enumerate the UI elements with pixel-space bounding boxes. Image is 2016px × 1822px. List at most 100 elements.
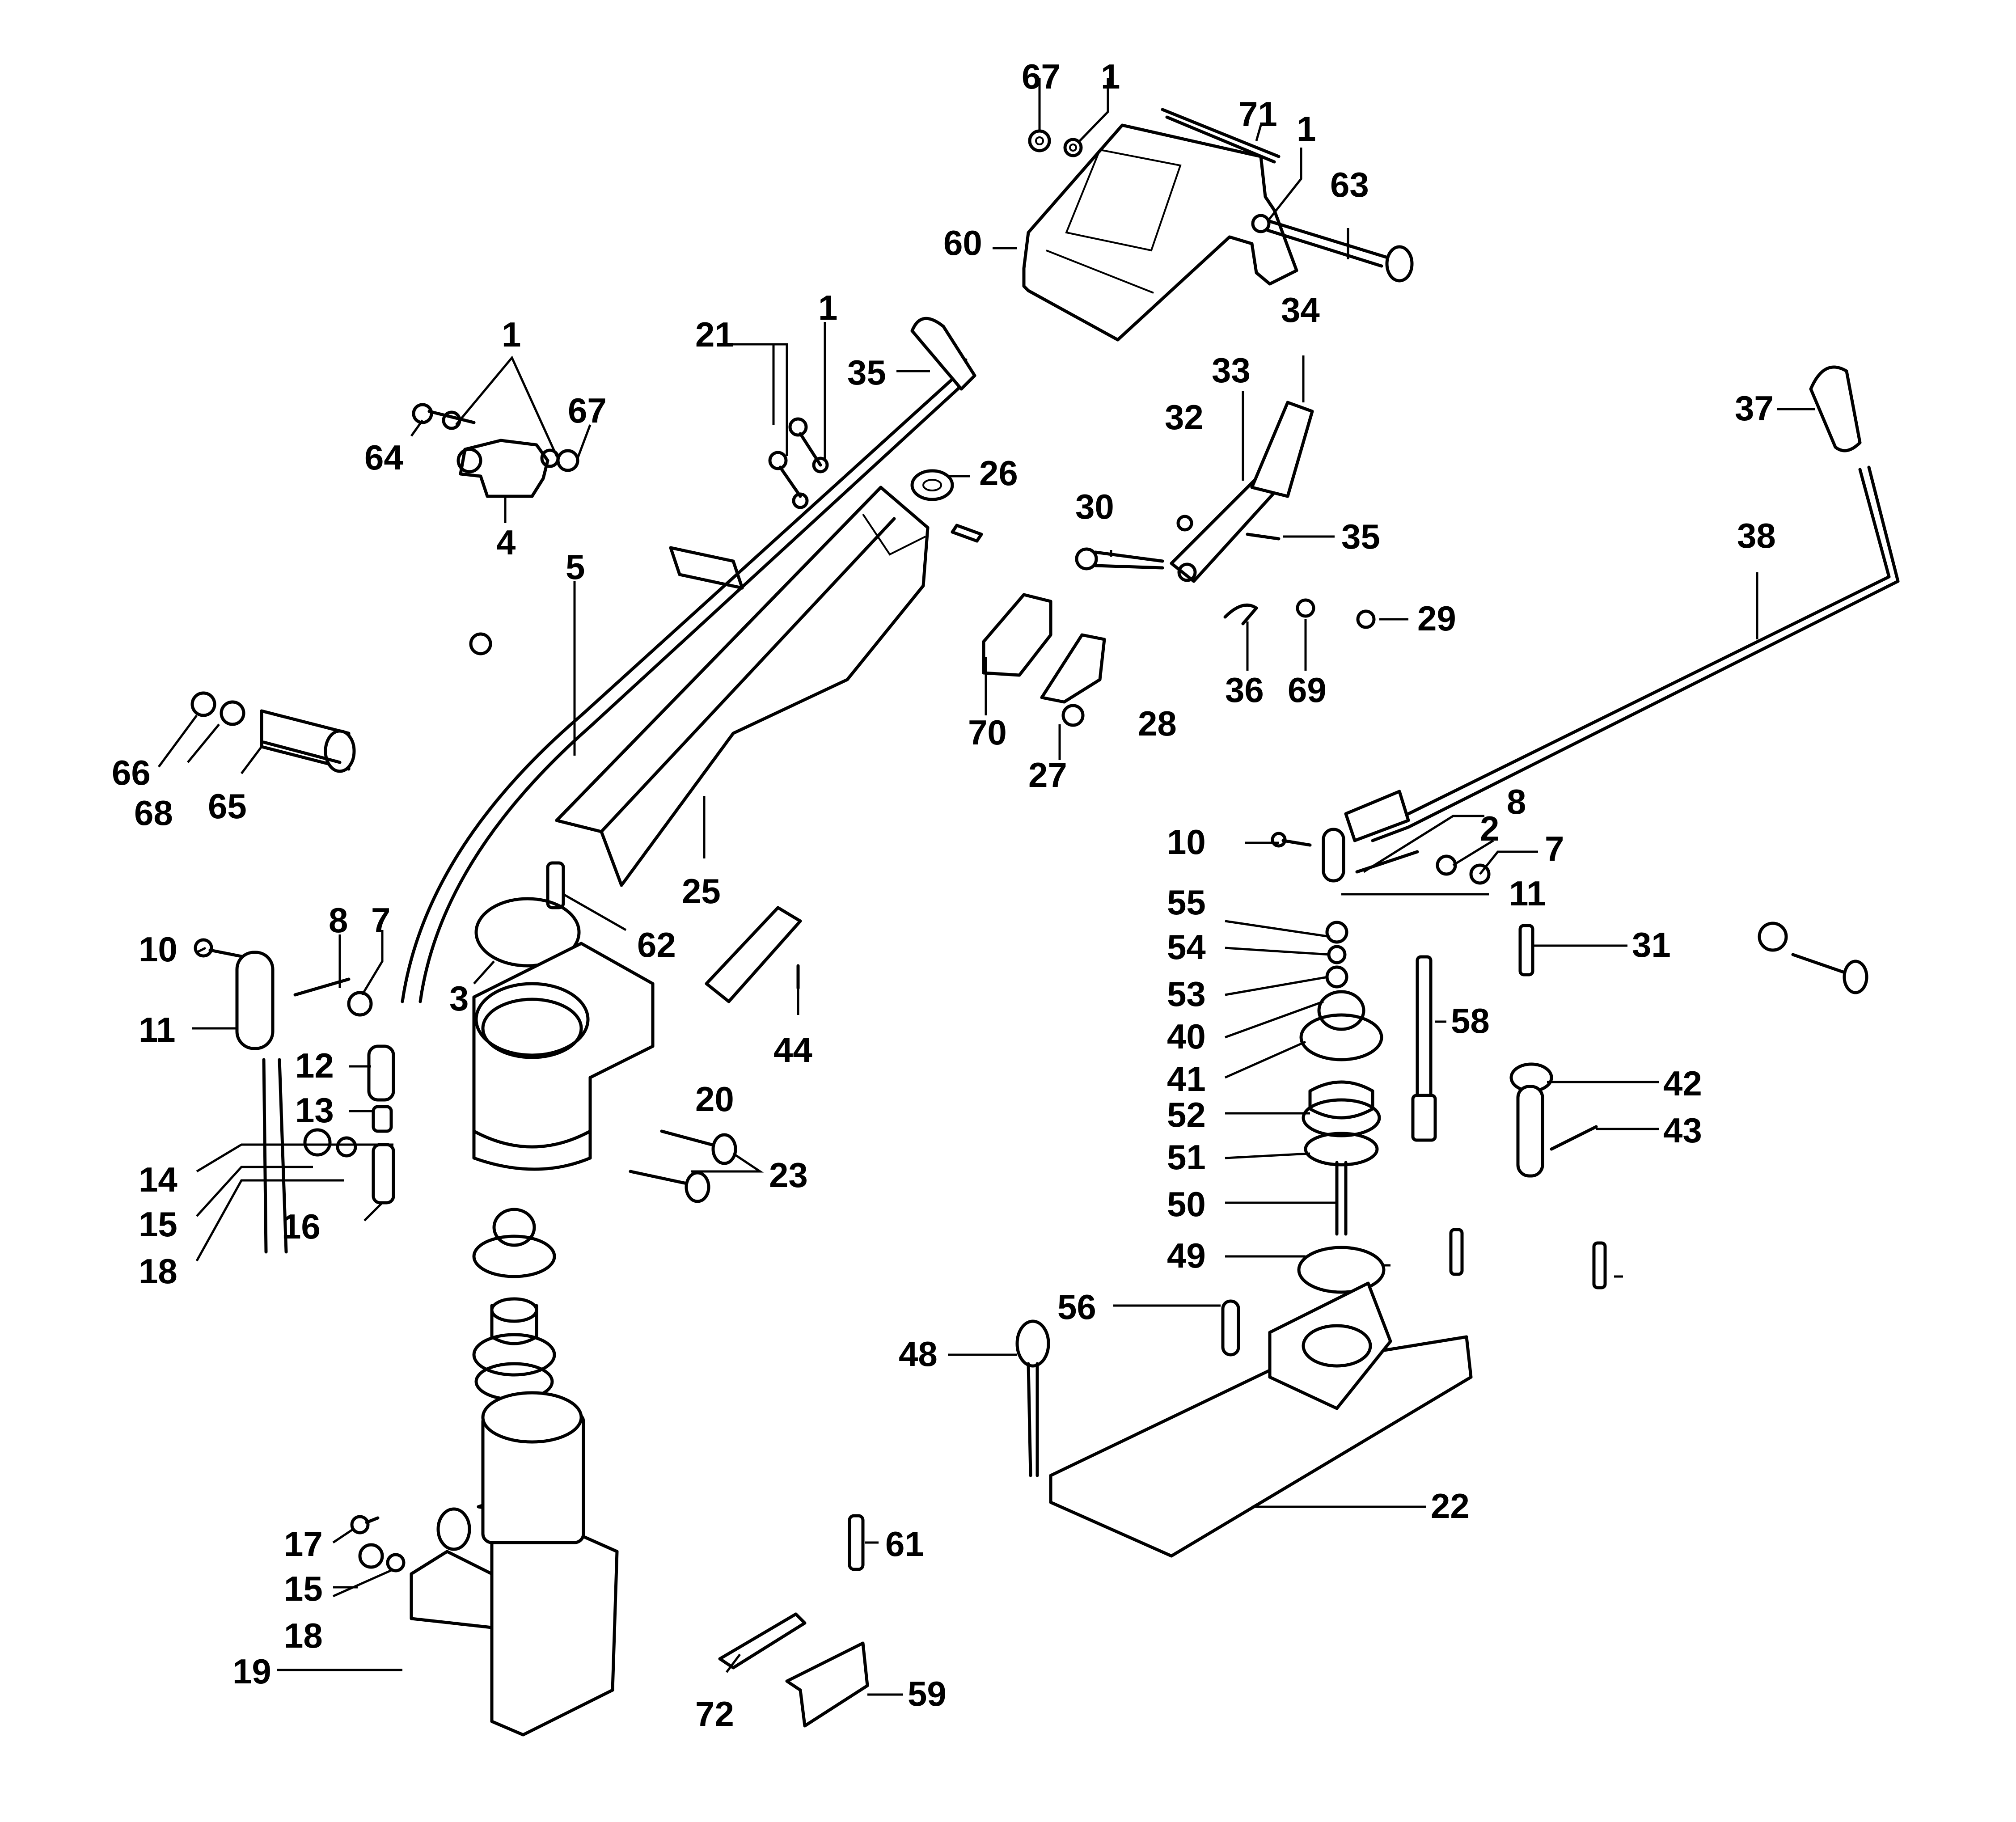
callout-54: 54 [1167, 927, 1206, 967]
bolt-part-63 [1251, 214, 1414, 283]
callout-62: 62 [637, 925, 676, 964]
washer-part-69 [1296, 598, 1315, 618]
callout-66: 66 [112, 753, 151, 792]
callout-70: 70 [968, 713, 1007, 752]
plate-part-3 [474, 897, 581, 968]
link-part-56 [1221, 1299, 1240, 1357]
callout-10-left: 10 [139, 930, 178, 969]
callout-26: 26 [979, 453, 1018, 493]
pin-part-8-right [1355, 850, 1419, 874]
rod-part-38 [1344, 465, 1900, 842]
screw-part-10-left [194, 938, 245, 959]
nut-part-15-left [303, 1128, 332, 1157]
callout-51: 51 [1167, 1137, 1206, 1177]
callout-41: 41 [1167, 1059, 1206, 1099]
screw-part-62 [546, 861, 565, 909]
cover-part-60 [1022, 123, 1298, 342]
washer-part-1-top [1063, 138, 1083, 157]
ball-part-40 [1317, 990, 1365, 1031]
knob-part-37 [1809, 365, 1862, 452]
screw-part-17 [350, 1515, 380, 1535]
callout-17: 17 [284, 1524, 323, 1564]
callout-67-bracket: 67 [568, 391, 607, 430]
clip-part-36 [1223, 603, 1258, 626]
housing-part-52 [1302, 1080, 1381, 1137]
clip-part-43 [1550, 1125, 1598, 1151]
nut-part-32 [1176, 515, 1193, 532]
callout-29: 29 [1417, 599, 1456, 638]
leader-lines [157, 78, 1815, 1696]
callout-20: 20 [695, 1079, 734, 1119]
callout-48: 48 [899, 1334, 938, 1374]
callout-10-right: 10 [1167, 822, 1206, 862]
callout-69: 69 [1288, 670, 1327, 710]
callout-22: 22 [1431, 1486, 1470, 1526]
screw-part-61 [848, 1514, 865, 1571]
bushing-part-26 [910, 469, 954, 501]
callout-30: 30 [1075, 487, 1114, 526]
callout-55: 55 [1167, 883, 1206, 922]
connector-part-12 [367, 1044, 395, 1102]
washer-part-18-bottom [386, 1553, 406, 1573]
callout-63: 63 [1330, 165, 1369, 204]
callout-67-top: 67 [1022, 57, 1061, 96]
callout-42: 42 [1663, 1064, 1702, 1103]
callout-1-top-left: 1 [1101, 57, 1120, 96]
callout-23: 23 [769, 1155, 808, 1195]
bolts-part-21 [768, 417, 822, 498]
washer-part-2 [1436, 854, 1457, 876]
connector-part-plug [705, 906, 802, 1003]
callout-35-right: 35 [1341, 517, 1380, 556]
bolts-part-23 [629, 1129, 737, 1203]
connector-part-13 [372, 1105, 393, 1133]
callout-18-left: 18 [139, 1251, 178, 1291]
callout-58: 58 [1451, 1001, 1490, 1040]
dipstick-part-48 [1015, 1319, 1050, 1477]
plate-part-72 [718, 1612, 807, 1670]
callout-72: 72 [695, 1694, 734, 1733]
base-part-22 [1049, 1281, 1473, 1558]
seal-part-51 [1304, 1132, 1379, 1167]
channel-part-25 [555, 486, 930, 887]
callout-8-right: 8 [1507, 782, 1526, 821]
decal-part-71 [1161, 108, 1281, 164]
callout-4: 4 [496, 523, 516, 562]
shaft-part-50 [1335, 1161, 1348, 1236]
callout-7-right: 7 [1545, 829, 1564, 868]
connector-part-16 [372, 1143, 395, 1205]
callout-16: 16 [282, 1207, 321, 1246]
grip-part-65 [260, 709, 356, 773]
washer-part-1-bracket-left [442, 410, 461, 430]
callout-13: 13 [295, 1091, 334, 1130]
screw-small-b [1592, 1241, 1607, 1289]
callout-18-bottom: 18 [284, 1616, 323, 1655]
washer-part-68 [220, 700, 245, 726]
callout-44: 44 [773, 1030, 812, 1070]
callout-labels: 67 1 71 1 63 60 34 33 32 30 35 36 69 29 … [112, 57, 1776, 1733]
callout-49: 49 [1167, 1236, 1206, 1275]
rod-part-58 [1411, 955, 1437, 1142]
plate-part-49 [1297, 1246, 1386, 1294]
callout-50: 50 [1167, 1184, 1206, 1224]
callout-7-left: 7 [371, 900, 390, 940]
nut-part-67-bracket [556, 449, 579, 472]
screw-part-64 [412, 403, 476, 424]
flange-part-41 [1299, 1013, 1383, 1061]
handle-part-34 [1250, 401, 1314, 498]
callout-34: 34 [1281, 290, 1320, 330]
callout-28: 28 [1138, 704, 1177, 743]
callout-53: 53 [1167, 974, 1206, 1014]
boot-assembly [472, 1297, 556, 1401]
bolt-part-30 [1075, 547, 1164, 571]
callout-1-channel: 1 [818, 288, 837, 327]
callout-65: 65 [208, 786, 247, 826]
callout-12: 12 [295, 1046, 334, 1085]
clevis-part-11-right [1322, 828, 1345, 883]
callout-35-left: 35 [847, 353, 886, 392]
callout-36: 36 [1225, 670, 1264, 710]
bearing-assembly [472, 1208, 556, 1278]
nut-part-15-bottom [358, 1543, 384, 1569]
washer-part-18-left [336, 1136, 357, 1158]
bracket-part-4 [456, 439, 549, 498]
